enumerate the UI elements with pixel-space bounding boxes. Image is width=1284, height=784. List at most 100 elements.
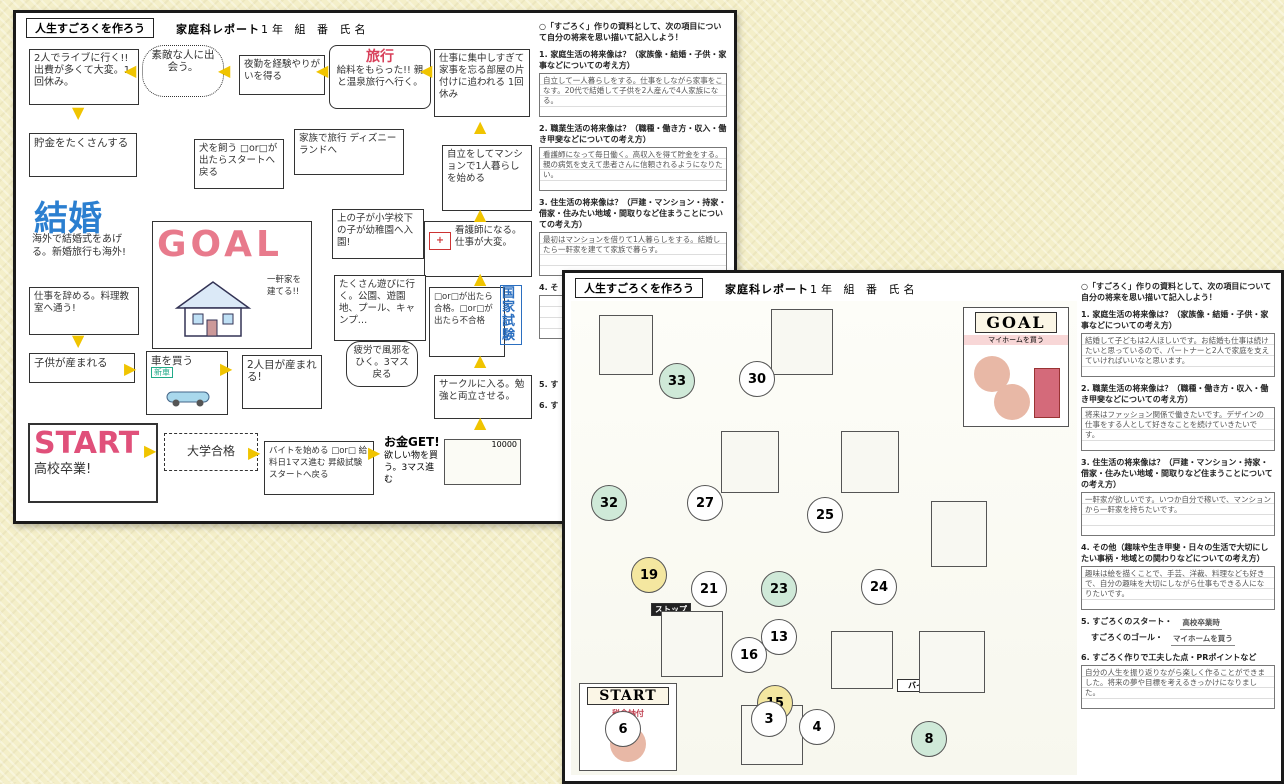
board-space: 3 <box>751 701 787 737</box>
marriage-body: 海外で結婚式をあげる。新婚旅行も海外! <box>32 234 127 258</box>
cell-live: 2人でライブに行く!! 出費が多くて大変。1回休み。 <box>29 49 139 105</box>
cell-school: 上の子が小学校下の子が幼稚園へ入園! <box>332 209 424 259</box>
board-space: 6 <box>605 711 641 747</box>
path-arrow: ▲ <box>474 269 487 288</box>
event-frame <box>841 431 899 493</box>
path-arrow: ▲ <box>474 117 487 136</box>
sheet1-intro: ○「すごろく」作りの資料として、次の項目について自分の将来を思い描いて記入しよう… <box>539 22 722 42</box>
board-space: 19 <box>631 557 667 593</box>
travel-body: 給料をもらった!! 親と温泉旅行へ行く。 <box>336 65 424 88</box>
sheet1-header: 人生すごろくを作ろう 家庭科レポート 1年 組 番 氏名 <box>16 13 734 39</box>
banknote: 10000 <box>444 439 521 485</box>
path-arrow: ▶ <box>144 441 157 460</box>
marriage-title: 結婚 <box>34 199 102 239</box>
board-space: 4 <box>799 709 835 745</box>
sheet1-report-title: 家庭科レポート <box>176 23 260 36</box>
cell-independent: 自立をしてマンションで1人暮らしを始める <box>442 145 532 211</box>
sheet1-q5: 5. す <box>539 380 559 389</box>
sheet2-a6: 自分の人生を振り返りながら楽しく作ることができました。将来の夢や目標を考えるきっ… <box>1081 665 1275 709</box>
cell-univ: 大学合格 <box>164 433 258 471</box>
sheet2-q6: 6. すごろく作りで工夫した点・PRポイントなど <box>1081 653 1257 662</box>
sheet1-q6: 6. す <box>539 401 559 410</box>
path-arrow: ◀ <box>218 61 231 80</box>
car-text: 車を買う <box>151 355 193 367</box>
board-space: 16 <box>731 637 767 673</box>
path-arrow: ◀ <box>124 61 137 80</box>
sheet2-q5b-value: マイホームを買う <box>1171 632 1235 646</box>
sheet2-q4: 4. その他（趣味や生き甲斐・日々の生活で大切にしたい事柄・地域との関わりなどに… <box>1081 543 1269 563</box>
sheet2-q2: 2. 職業生活の将来像は？（職種・働き方・収入・働き甲斐などについての考え方） <box>1081 384 1269 404</box>
car-badge: 新車 <box>151 367 173 378</box>
cell-parttime: バイトを始める □or□ 給料日1マス進む 昇級試験スタートへ戻る <box>264 441 374 495</box>
money-area: お金GET! 欲しい物を買う。3マス進む 10000 <box>384 433 524 503</box>
sheet2-a4: 趣味は絵を描くことで、手芸、洋裁、料理なども好きで、自分の趣味を大切にしながら仕… <box>1081 566 1275 610</box>
cell-meet: 素敵な人に出会う。 <box>142 45 224 97</box>
money-title: お金GET! <box>384 435 440 449</box>
sheet2-q1: 1. 家庭生活の将来像は？（家族像・結婚・子供・家事などについての考え方） <box>1081 310 1269 330</box>
board-space: 33 <box>659 363 695 399</box>
start-banner: START <box>587 687 669 705</box>
sheet2-q5b-row: すごろくのゴール・ マイホームを買う <box>1081 632 1275 646</box>
path-arrow: ▶ <box>368 443 381 462</box>
board-space: 30 <box>739 361 775 397</box>
board-space: 32 <box>591 485 627 521</box>
sheet2-intro: ○「すごろく」作りの資料として、次の項目について自分の将来を思い描いて記入しよう… <box>1081 282 1272 302</box>
sheet1-board: 2人でライブに行く!! 出費が多くて大変。1回休み。 素敵な人に出会う。 夜勤を… <box>24 41 532 511</box>
nurse-text: 看護師になる。仕事が大変。 <box>455 225 522 248</box>
cell-nurse: + 看護師になる。仕事が大変。 <box>424 221 532 277</box>
cell-play: たくさん遊びに行く。公園、遊園地、プール、キャンプ… <box>334 275 426 341</box>
sheet1-q1: 1. 家庭生活の将来像は？（家族像・結婚・子供・家事などについての考え方） <box>539 50 727 70</box>
sheet1-a3: 最初はマンションを借りて1人暮らしをする。結婚したら一軒家を建てて家族で暮らす。 <box>539 232 727 276</box>
board-space: 13 <box>761 619 797 655</box>
path-arrow: ◀ <box>316 61 329 80</box>
sheet1-q3: 3. 住生活の将来像は？（戸建・マンション・持家・借家・住みたい地域・間取りなど… <box>539 198 727 229</box>
path-arrow: ▶ <box>124 359 137 378</box>
house-icon <box>174 281 252 337</box>
money-body: 欲しい物を買う。3マス進む <box>384 451 439 485</box>
event-frame <box>831 631 893 689</box>
path-arrow: ▼ <box>72 103 85 122</box>
start-body: 高校卒業! <box>34 462 92 477</box>
cell-work-focus: 仕事に集中しすぎて家事を忘る部屋の片付けに追われる 1回休み <box>434 49 530 117</box>
start-box: START 高校卒業! <box>28 423 158 503</box>
travel-title: 旅行 <box>366 49 394 65</box>
door-icon <box>1034 368 1060 418</box>
nurse-cross-icon: + <box>429 232 451 250</box>
board-space: 27 <box>687 485 723 521</box>
exam-title: 国家試験 <box>500 285 522 345</box>
sheet2-header: 人生すごろくを作ろう 家庭科レポート 1年 組 番 氏名 <box>565 273 1281 299</box>
bear-icon <box>994 384 1030 420</box>
sheet2-questions: ○「すごろく」作りの資料として、次の項目について自分の将来を思い描いて記入しよう… <box>1081 281 1275 709</box>
event-frame <box>661 611 723 677</box>
cell-child: 子供が産まれる <box>29 353 135 383</box>
cell-exam-box: □or□が出たら合格。□or□が出たら不合格 <box>429 287 505 357</box>
goal-panel: GOAL マイホームを買う <box>963 307 1069 427</box>
path-arrow: ▲ <box>474 205 487 224</box>
cell-dog: 犬を飼う □or□が出たらスタートへ戻る <box>194 139 284 189</box>
board-space: 21 <box>691 571 727 607</box>
path-arrow: ▲ <box>474 351 487 370</box>
sheet2-a1: 結婚して子どもは2人ほしいです。お結婚も仕事は続けたいと思っているので、パートナ… <box>1081 333 1275 377</box>
worksheet-2: 人生すごろくを作ろう 家庭科レポート 1年 組 番 氏名 GOAL マイホームを… <box>562 270 1284 784</box>
cell-circle: サークルに入る。勉強と両立させる。 <box>434 375 532 419</box>
cell-cold: 疲労で風邪をひく。3マス戻る <box>346 341 418 387</box>
path-arrow: ▶ <box>220 359 233 378</box>
sheet2-grade: 1年 組 番 氏名 <box>810 283 919 296</box>
event-frame <box>599 315 653 375</box>
sheet2-q5-row: 5. すごろくのスタート・ 高校卒業時 <box>1081 616 1275 630</box>
path-arrow: ▲ <box>474 413 487 432</box>
path-arrow: ▶ <box>248 443 261 462</box>
event-frame <box>721 431 779 493</box>
sheet2-title-box: 人生すごろくを作ろう <box>575 278 703 298</box>
sheet2-board: GOAL マイホームを買う START 税金納付 ストップ バイト 333230… <box>571 301 1077 775</box>
board-space: 24 <box>861 569 897 605</box>
sheet2-q5-value: 高校卒業時 <box>1180 616 1222 630</box>
sheet2-q5b: すごろくのゴール・ <box>1091 633 1163 642</box>
sheet2-report-title: 家庭科レポート <box>725 283 809 296</box>
cell-travel: 旅行 給料をもらった!! 親と温泉旅行へ行く。 <box>329 45 431 109</box>
sheet2-q5: 5. すごろくのスタート・ <box>1081 617 1173 626</box>
goal-banner: GOAL <box>975 312 1057 333</box>
car-icon <box>166 391 210 407</box>
sheet1-title-box: 人生すごろくを作ろう <box>26 18 154 38</box>
cell-quit-job: 仕事を辞める。料理教室へ通う! <box>29 287 139 335</box>
